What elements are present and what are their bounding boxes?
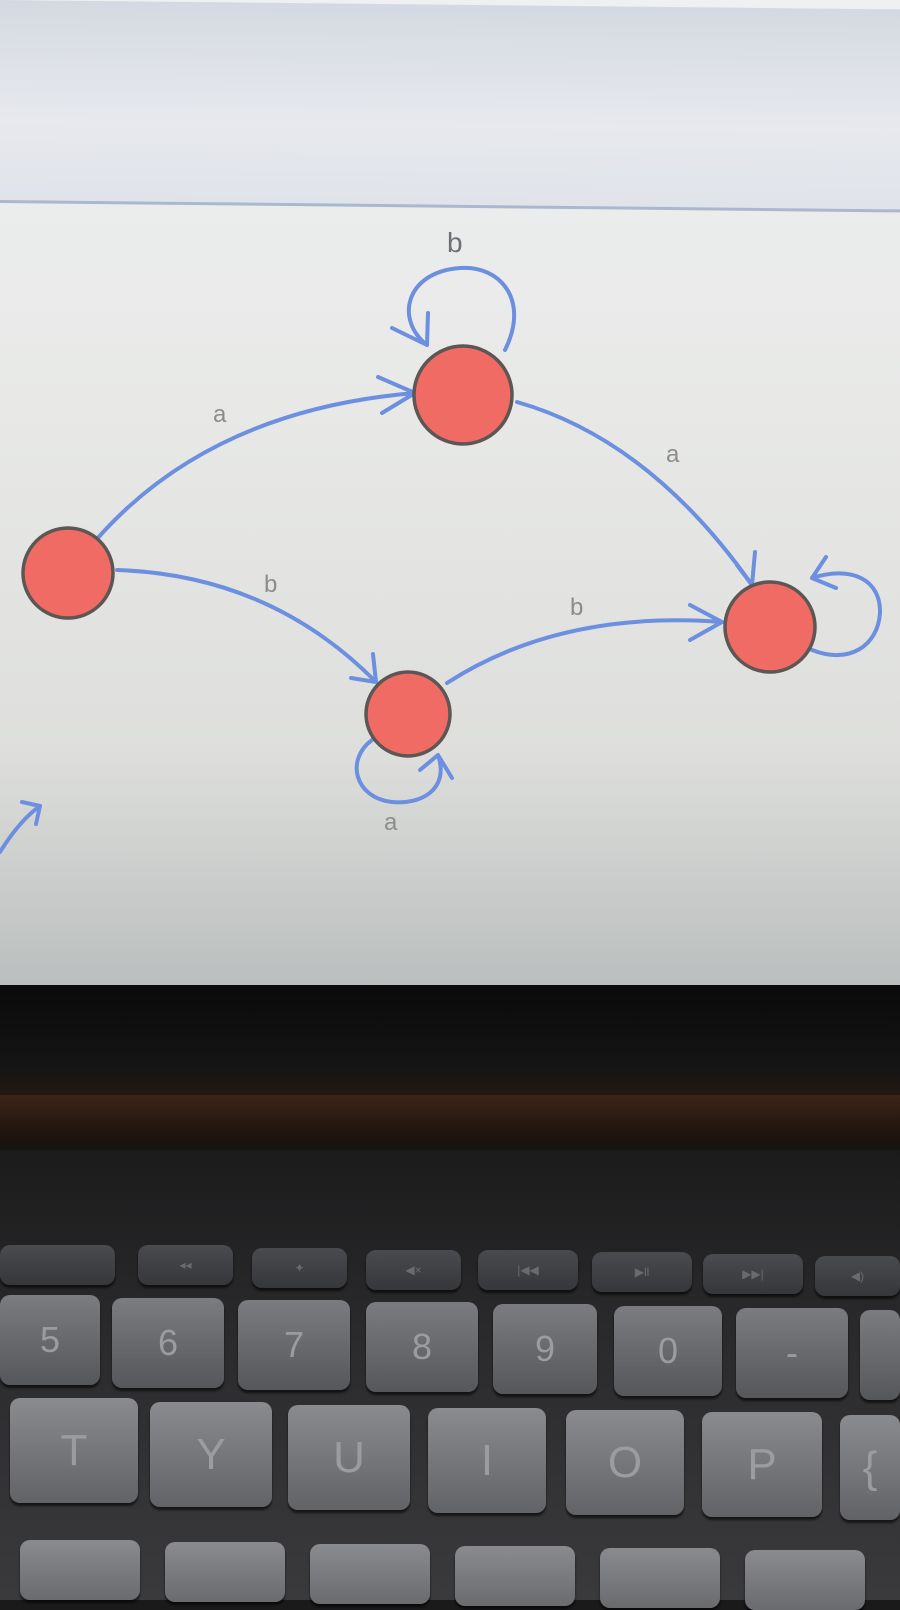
transition-q2-q3 [445,618,724,685]
key-7-label: 7 [283,1324,305,1365]
key-8[interactable]: 8 [366,1302,478,1392]
transition-q0-q2-arrowhead [349,652,378,684]
transition-q0-q2-label: b [264,571,277,598]
key-9-label: 9 [534,1328,556,1369]
key-u-label: U [333,1432,365,1482]
key-l[interactable] [600,1548,720,1608]
key-6[interactable]: 6 [112,1298,224,1388]
prev-track-icon[interactable]: |◀◀ [478,1250,578,1290]
initial-arrow [0,804,42,854]
key-y-label: Y [196,1429,226,1479]
key-left-brace[interactable]: { [840,1415,900,1520]
key-k[interactable] [455,1546,575,1606]
key-g[interactable] [20,1540,140,1600]
transition-q3-q3-arrowhead [810,555,838,590]
key-0[interactable]: 0 [614,1306,722,1396]
key-y[interactable]: Y [150,1402,272,1507]
transition-q1-q3-arrowhead [735,550,757,587]
key-equals[interactable] [860,1310,900,1400]
fn-key[interactable] [0,1245,115,1285]
transition-q1-q1 [406,265,517,352]
key-h[interactable] [165,1542,285,1602]
transition-q2-q2 [354,738,443,805]
transition-q3-q3 [810,571,883,657]
key-j[interactable] [310,1544,430,1604]
automaton-canvas[interactable]: a b b a a b [0,200,900,1000]
transition-q1-q1-arrowhead [390,311,430,347]
key-5[interactable]: 5 [0,1295,100,1385]
app-toolbar-area [0,0,900,213]
key-p[interactable]: P [702,1412,822,1517]
state-diagram: a b b a a b [0,227,883,854]
key-6-label: 6 [157,1322,179,1363]
transition-q2-q2-arrowhead [418,753,454,780]
volume-icon[interactable]: ◀) [815,1256,900,1296]
key-5-label: 5 [39,1319,61,1360]
key-left-brace-label: { [862,1442,878,1492]
transition-q0-q1 [94,391,417,542]
key-u[interactable]: U [288,1405,410,1510]
key-i-label: I [480,1435,494,1485]
state-q2[interactable] [364,670,452,758]
key-t-label: T [60,1425,88,1475]
transition-q1-q3 [515,400,754,587]
mute-icon[interactable]: ◀× [366,1250,461,1290]
transition-q0-q2 [115,568,378,684]
key-0-label: 0 [657,1330,679,1371]
key-7[interactable]: 7 [238,1300,350,1390]
initial-arrow-head [20,800,42,826]
transition-q1-q1-label: b [447,227,463,258]
key-i[interactable]: I [428,1408,546,1513]
keyboard: ◂◂ ✦ ◀× |◀◀ ▶ll ▶▶| ◀) 5 6 7 8 9 0 - T Y… [0,1150,900,1610]
play-pause-icon[interactable]: ▶ll [592,1252,692,1292]
backlight-down-icon[interactable]: ◂◂ [138,1245,233,1285]
transition-q1-q3-label: a [666,441,680,468]
backlight-up-icon[interactable]: ✦ [252,1248,347,1288]
state-q3[interactable] [723,580,817,674]
key-minus[interactable]: - [736,1308,848,1398]
key-9[interactable]: 9 [493,1304,597,1394]
key-p-label: P [747,1439,777,1489]
key-8-label: 8 [411,1326,433,1367]
state-q0[interactable] [21,526,115,620]
next-track-icon[interactable]: ▶▶| [703,1254,803,1294]
transition-q2-q3-arrowhead [688,603,724,642]
state-q1[interactable] [412,344,514,446]
key-o[interactable]: O [566,1410,684,1515]
key-t[interactable]: T [10,1398,138,1503]
transition-q2-q2-label: a [384,809,398,836]
laptop-bezel [0,985,900,1105]
laptop-hinge [0,1095,900,1155]
transition-q0-q1-label: a [213,401,227,428]
key-semicolon[interactable] [745,1550,865,1610]
transition-q2-q3-label: b [570,594,583,621]
key-o-label: O [607,1437,643,1487]
key-minus-label: - [786,1332,798,1373]
laptop-screen: a b b a a b [0,0,900,1000]
